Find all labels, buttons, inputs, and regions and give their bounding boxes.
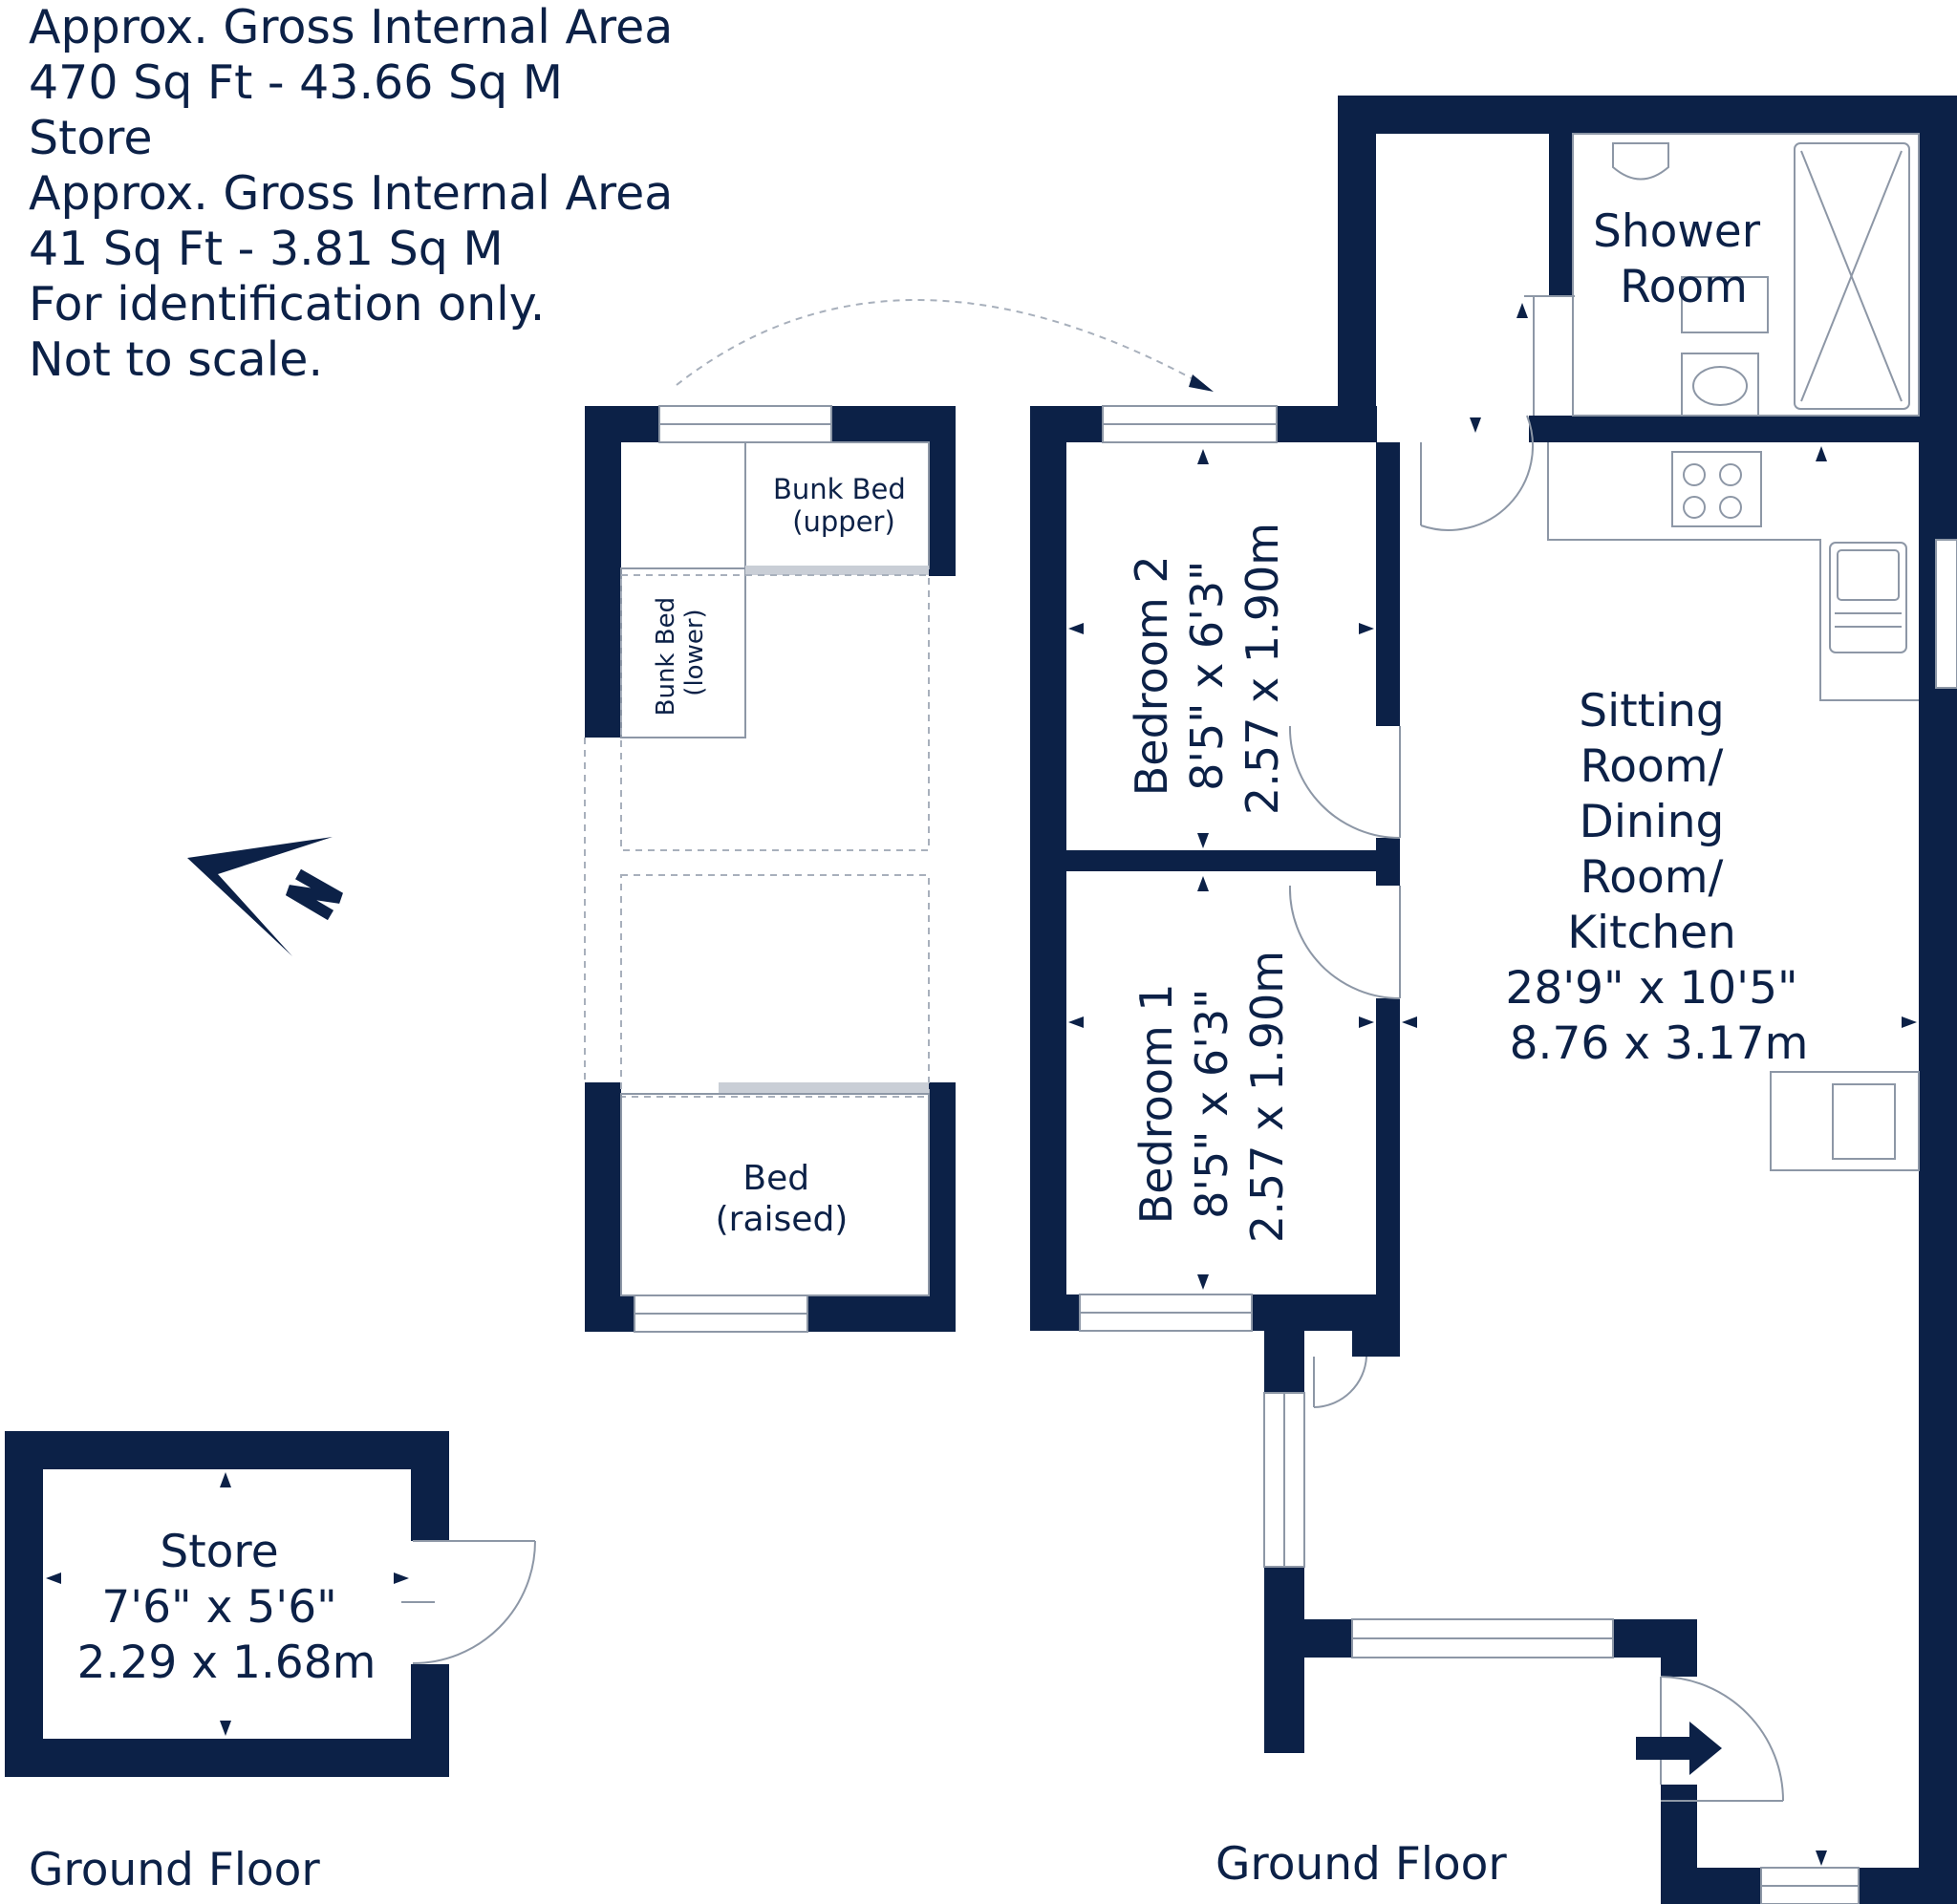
shower-room-label: Shower Room [1593,205,1774,313]
bunk-room-furniture [584,441,930,1296]
bedroom2-label: Bedroom 2 8'5" x 6'3" 2.57 x 1.90m [1126,523,1288,815]
store-area-value: 41 Sq Ft - 3.81 Sq M [29,222,504,276]
store-walls [5,1431,449,1777]
main-doors [1288,295,1784,1802]
store-floor-label: Ground Floor [29,1844,320,1896]
transition-arrowhead-icon [1189,374,1214,392]
entrance-arrow-icon [1636,1722,1722,1775]
store-label: Store 7'6" x 5'6" 2.29 x 1.68m [77,1526,376,1689]
bunk-bed-upper-label: Bunk Bed (upper) [773,473,914,538]
main-walls [1030,96,1957,1904]
bunk-room-windows [634,405,832,1333]
dimension-arrows [46,303,1917,1866]
main-floor-label: Ground Floor [1215,1838,1507,1891]
bedroom1-label: Bedroom 1 8'5" x 6'3" 2.57 x 1.90m [1130,951,1293,1243]
store-area-heading: Approx. Gross Internal Area [29,166,674,221]
kitchen-fixtures [1547,442,1920,1171]
shower-room-fixtures [1572,133,1920,417]
transition-arrow-curve [676,299,1205,386]
area-summary: Approx. Gross Internal Area 470 Sq Ft - … [29,0,673,388]
identification-note: For identification only. [29,277,546,332]
store-heading: Store [29,111,153,165]
north-arrow-icon [187,837,343,956]
store-door [401,1540,536,1664]
sitting-room-label: Sitting Room/ Dining Room/ Kitchen 28'9"… [1505,685,1812,1070]
bed-raised-label: Bed (raised) [716,1159,849,1239]
main-windows [1079,405,1957,1904]
scale-note: Not to scale. [29,332,324,387]
gross-area-heading: Approx. Gross Internal Area [29,0,674,54]
bunk-bed-lower-label: Bunk Bed (lower) [652,589,709,717]
gross-area-value: 470 Sq Ft - 43.66 Sq M [29,55,564,110]
bunk-room-walls [585,406,956,1332]
